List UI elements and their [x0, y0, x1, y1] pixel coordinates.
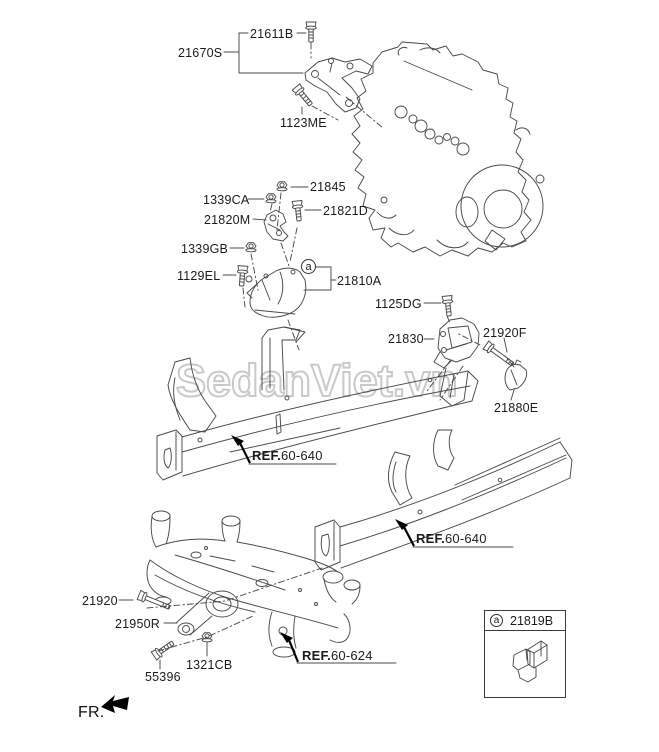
bolt-1123me-icon: [291, 83, 316, 109]
bolt-1129el-icon: [235, 265, 249, 287]
ref-label-60-624: REF.60-624: [302, 648, 373, 663]
bracket-21820m-drawing: [263, 209, 289, 242]
engine-mount-21810a-drawing: [245, 267, 307, 318]
part-label-1125dg: 1125DG: [375, 297, 422, 311]
clip-21880e-drawing: [504, 359, 528, 391]
part-label-21950r: 21950R: [115, 617, 160, 631]
callout-box-header: a 21819B: [485, 611, 565, 631]
side-member-rear-drawing: [314, 429, 573, 571]
part-label-55396: 55396: [145, 670, 181, 684]
ref-number: 60-640: [280, 448, 323, 463]
fr-direction-label: FR.: [78, 704, 105, 721]
leader-lines: [118, 32, 515, 670]
part-label-21810a: 21810A: [337, 274, 382, 288]
part-label-21880e: 21880E: [494, 401, 539, 415]
clip-21819b-drawing: [512, 640, 548, 683]
nut-1339ca-icon: [265, 193, 277, 204]
part-label-1129el: 1129EL: [177, 269, 221, 283]
part-label-21920f: 21920F: [483, 326, 527, 340]
part-label-1123me: 1123ME: [280, 116, 327, 130]
side-member-front-drawing: [156, 326, 479, 481]
roll-rod-mount-21950r-drawing: [175, 590, 239, 636]
callout-box-21819b: a 21819B: [484, 610, 566, 698]
part-label-1339ca: 1339CA: [203, 193, 250, 207]
nut-1339gb-icon: [245, 242, 257, 253]
part-label-21845: 21845: [310, 180, 346, 194]
bolt-1125dg-icon: [441, 294, 455, 317]
watermark-text: SedanViet.vn: [176, 355, 458, 406]
ref-60-640-arrow-2: [395, 519, 415, 547]
part-label-21819b: 21819B: [510, 613, 554, 628]
part-label-21821d: 21821D: [323, 204, 368, 218]
part-label-1321cb: 1321CB: [186, 658, 233, 672]
bolt-21611b-icon: [305, 21, 317, 43]
bolt-21920f-icon: [482, 340, 517, 370]
subframe-crossmember-drawing: [146, 510, 361, 658]
marker-a-circle: a: [301, 259, 316, 274]
reference-arrows: [101, 435, 415, 713]
ref-prefix: REF.: [302, 648, 331, 663]
bolt-21821d-icon: [291, 199, 305, 222]
assembly-axis-lines: [146, 42, 515, 652]
part-label-21611b: 21611B: [250, 27, 294, 41]
marker-a-circle: a: [490, 614, 503, 627]
part-label-21920: 21920: [82, 594, 118, 608]
fr-direction-arrow: [101, 695, 129, 713]
engine-block-drawing: [351, 41, 545, 257]
part-label-21670s: 21670S: [178, 46, 223, 60]
part-label-21820m: 21820M: [204, 213, 251, 227]
part-label-21830: 21830: [388, 332, 424, 346]
bolt-21920-icon: [136, 589, 173, 613]
ref-number: 60-624: [330, 648, 373, 663]
ref-60-640-arrow-1: [231, 435, 251, 464]
ref-number: 60-640: [444, 531, 487, 546]
part-label-1339gb: 1339GB: [181, 242, 229, 256]
ref-prefix: REF.: [252, 448, 281, 463]
ref-60-624-arrow: [280, 632, 300, 663]
ref-prefix: REF.: [416, 531, 445, 546]
ref-label-60-640-top: REF.60-640: [252, 448, 323, 463]
ref-label-60-640-bottom: REF.60-640: [416, 531, 487, 546]
nut-21845-icon: [276, 181, 288, 192]
engine-bracket-21670s-drawing: [304, 57, 373, 113]
